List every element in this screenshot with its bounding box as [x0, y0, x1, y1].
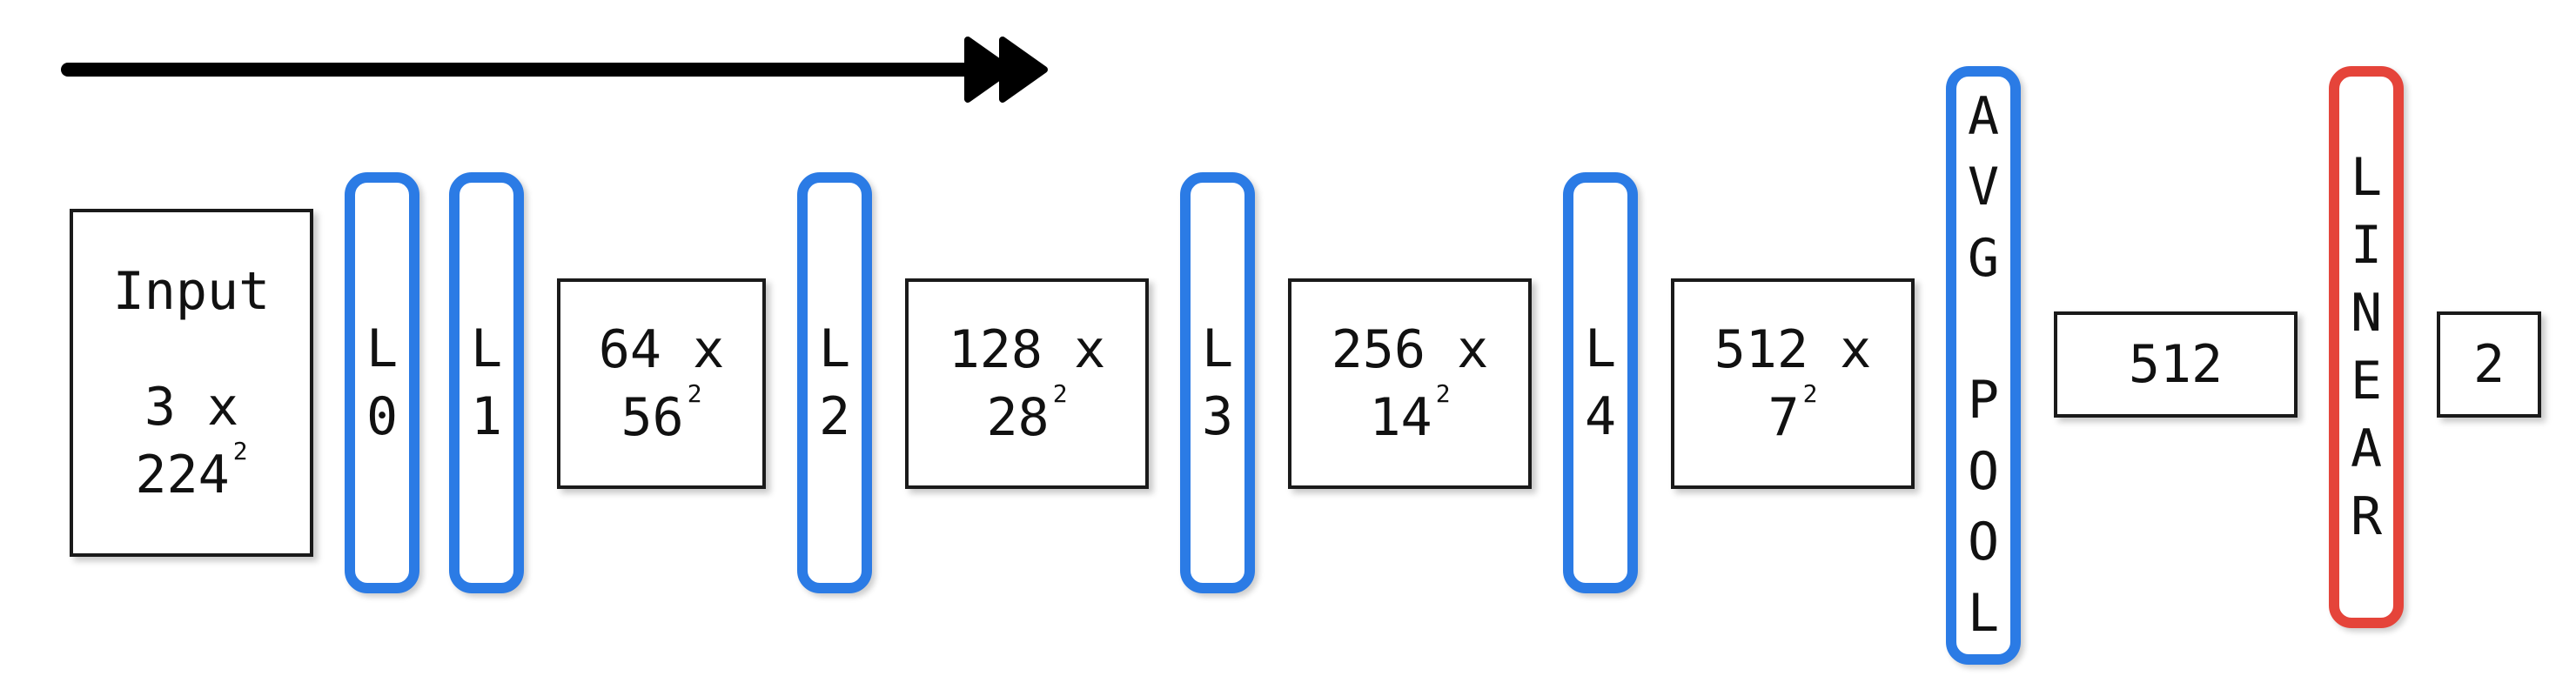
flow-direction-arrow-icon — [61, 37, 1048, 103]
layer-l2: L 2 — [797, 172, 872, 593]
pooled-vector-box: 512 — [2054, 311, 2298, 418]
layer-avg-pool: A V G P O O L — [1946, 66, 2021, 665]
input-label: Input — [112, 260, 271, 322]
layer-l1: L 1 — [449, 172, 524, 593]
output-box: 2 — [2437, 311, 2541, 418]
layer-l4: L 4 — [1563, 172, 1638, 593]
input-channels: 3 x — [144, 376, 239, 438]
layer-l3: L 3 — [1180, 172, 1255, 593]
layer-l0: L 0 — [345, 172, 419, 593]
layer-linear: L I N E A R — [2329, 66, 2404, 628]
